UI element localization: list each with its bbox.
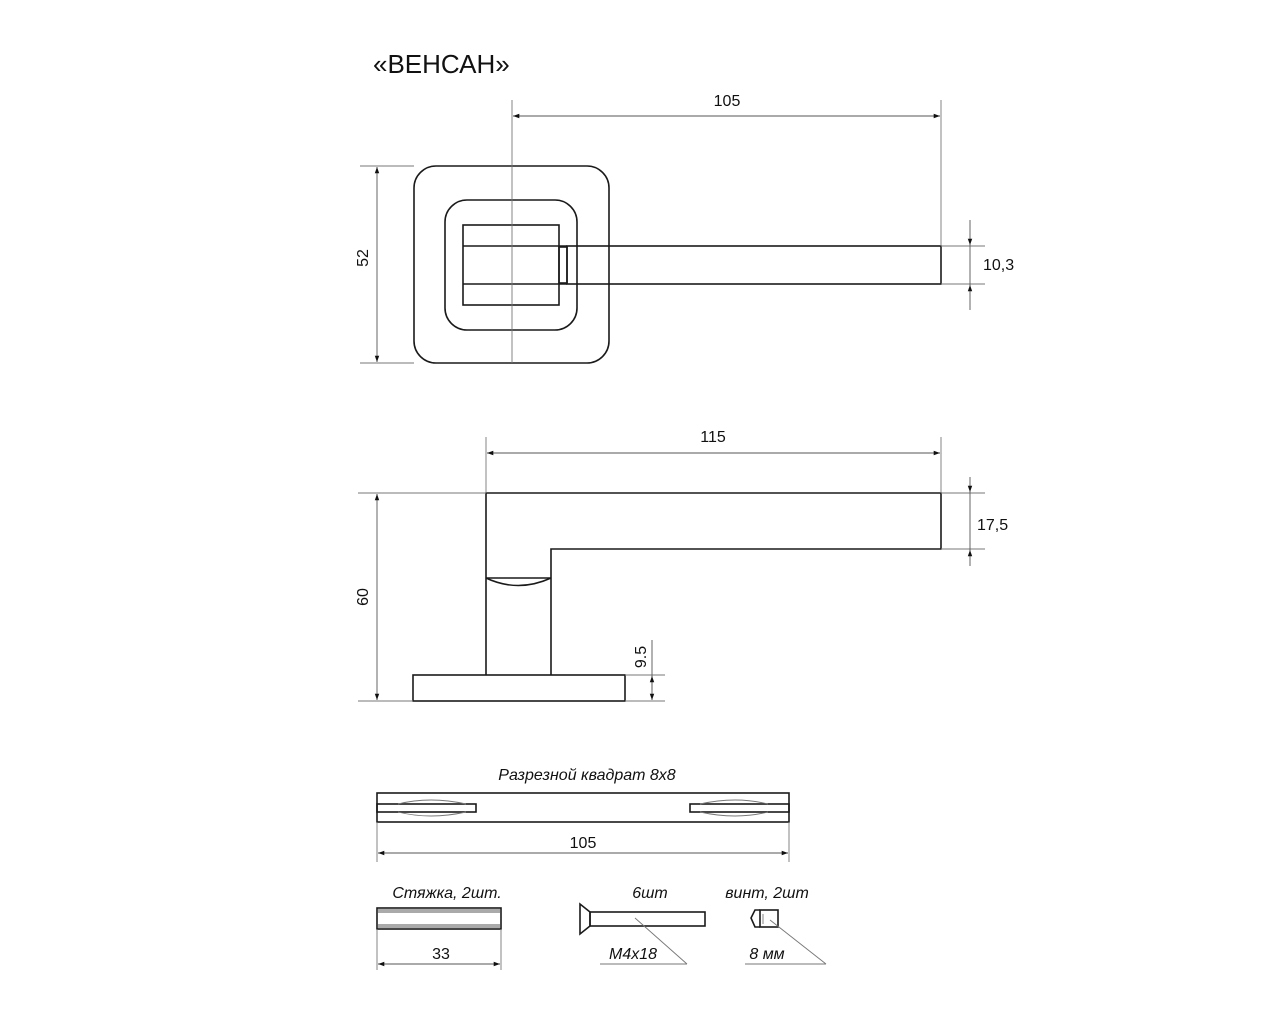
dimension-lever-height-label: 17,5	[977, 517, 1008, 534]
coupler-drawing: Стяжка, 2шт. 33	[376, 885, 502, 970]
lever-side	[485, 492, 942, 675]
set-screw-size-label: 8 мм	[749, 946, 784, 963]
side-view: 115 60 17,5 9.5	[355, 429, 1008, 702]
dimension-length-label: 105	[714, 93, 741, 110]
rosette-side	[412, 674, 626, 702]
product-title: «ВЕНСАН»	[373, 49, 510, 79]
neck-square	[462, 224, 560, 306]
dimension-side-height-label: 60	[355, 588, 372, 606]
screw-size-label: M4x18	[609, 946, 657, 963]
dimension-thickness-label: 10,3	[983, 257, 1014, 274]
coupler-length-label: 33	[432, 946, 450, 963]
rosette-outer	[413, 165, 610, 364]
top-view: 105 52 10,3	[355, 93, 1014, 364]
set-screw-label: винт, 2шт	[725, 885, 809, 902]
dimension-height-label: 52	[355, 249, 372, 267]
lever-joint	[558, 246, 568, 284]
dimension-side-length-label: 115	[700, 429, 726, 446]
lever-top	[566, 245, 942, 285]
screw-drawing: 6шт M4x18	[579, 885, 706, 965]
rosette-inner	[444, 199, 578, 331]
coupler-label: Стяжка, 2шт.	[392, 885, 501, 902]
set-screw-drawing: винт, 2шт 8 мм	[725, 885, 827, 965]
spindle-drawing: Разрезной квадрат 8x8 105	[376, 767, 790, 862]
screw-qty-label: 6шт	[632, 885, 668, 902]
spindle-length-label: 105	[570, 835, 597, 852]
dimension-rosette-label: 9.5	[633, 646, 650, 668]
spindle-label: Разрезной квадрат 8x8	[498, 767, 676, 784]
